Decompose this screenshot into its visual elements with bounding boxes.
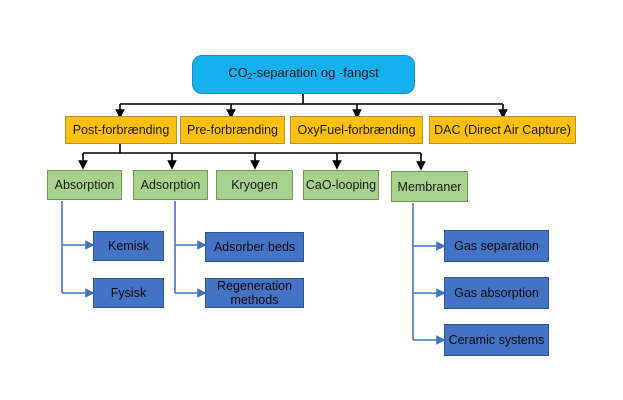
node-gas-separation: Gas separation: [444, 230, 549, 262]
node-gas-absorption: Gas absorption: [444, 277, 549, 309]
node-dac: DAC (Direct Air Capture): [429, 116, 576, 144]
node-adsorption: Adsorption: [133, 170, 208, 200]
root-label: CO2-separation og -fangst: [228, 64, 379, 81]
node-kryogen: Kryogen: [216, 170, 293, 200]
node-pre-forbraending: Pre-forbrænding: [180, 116, 285, 144]
node-cao-looping: CaO-looping: [303, 170, 379, 200]
node-adsorber-beds: Adsorber beds: [205, 232, 304, 262]
node-regeneration-methods: Regeneration methods: [205, 278, 304, 308]
node-ceramic-systems: Ceramic systems: [444, 324, 549, 356]
node-membraner: Membraner: [391, 171, 468, 202]
node-kemisk: Kemisk: [93, 231, 164, 261]
node-absorption: Absorption: [47, 170, 122, 200]
root-node: CO2-separation og -fangst: [192, 55, 415, 94]
node-post-forbraending: Post-forbrænding: [65, 116, 177, 144]
node-oxyfuel-forbraending: OxyFuel-forbrænding: [290, 116, 423, 144]
node-fysisk: Fysisk: [93, 278, 164, 308]
root-connector: [120, 93, 503, 105]
